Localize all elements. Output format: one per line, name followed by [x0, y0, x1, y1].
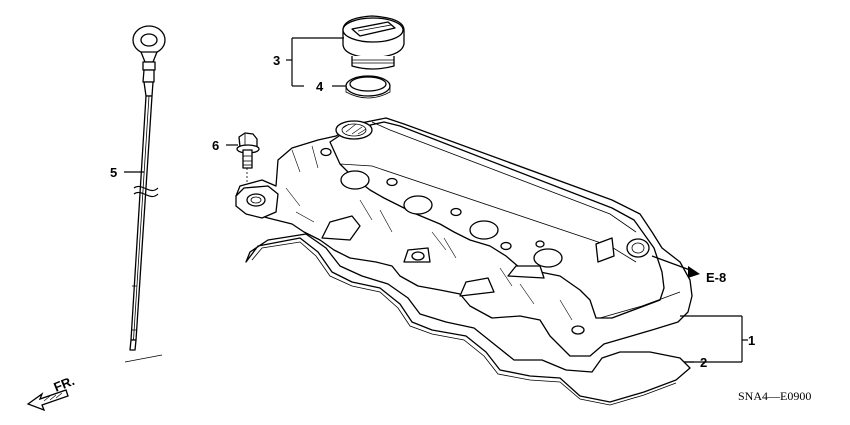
callout-1: 1: [748, 333, 755, 348]
ref-e8-label: E-8: [706, 270, 726, 285]
callout-2: 2: [700, 355, 707, 370]
callout-4: 4: [316, 79, 324, 94]
cap-gasket: [345, 75, 391, 99]
front-direction-label: FR.: [52, 373, 77, 395]
head-cover-gasket: [245, 233, 691, 406]
callout-6: 6: [212, 138, 219, 153]
diagram-code: SNA4—E0900: [738, 389, 811, 403]
callout-3: 3: [273, 53, 280, 68]
bolt: [236, 132, 260, 190]
front-arrow-icon: [26, 389, 69, 412]
head-cover: [235, 117, 693, 357]
dipstick: [124, 25, 166, 363]
oil-filler-cap: [342, 15, 405, 70]
callout-5: 5: [110, 165, 117, 180]
